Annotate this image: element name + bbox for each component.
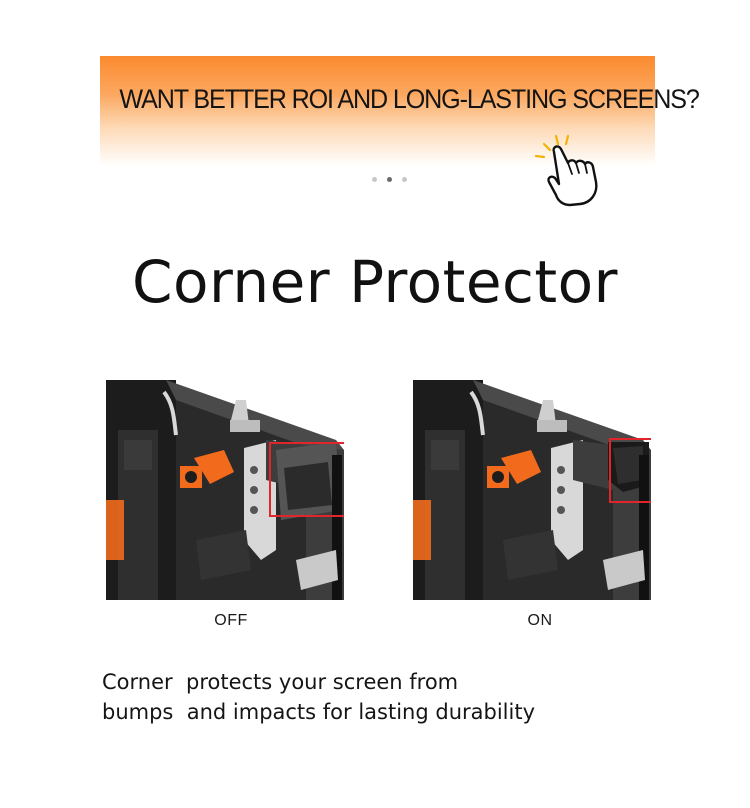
page-title: Corner Protector <box>132 248 618 316</box>
description-line-2: bumps and impacts for lasting durability <box>102 700 536 724</box>
carousel-dot[interactable] <box>372 177 377 182</box>
banner-headline: WANT BETTER ROI AND LONG-LASTING SCREENS… <box>119 84 699 114</box>
corner-protector-off-image <box>106 380 344 600</box>
description: Corner protects your screen from bumps a… <box>102 667 662 727</box>
description-line-1: Corner protects your screen from <box>102 670 459 694</box>
corner-protector-on-image <box>413 380 651 600</box>
on-label: ON <box>527 612 553 629</box>
off-label: OFF <box>214 612 248 629</box>
carousel-indicator <box>370 176 410 184</box>
promo-banner[interactable]: WANT BETTER ROI AND LONG-LASTING SCREENS… <box>100 56 700 166</box>
carousel-dot-active[interactable] <box>387 177 392 182</box>
pointing-hand-icon <box>534 134 598 207</box>
carousel-dot[interactable] <box>402 177 407 182</box>
